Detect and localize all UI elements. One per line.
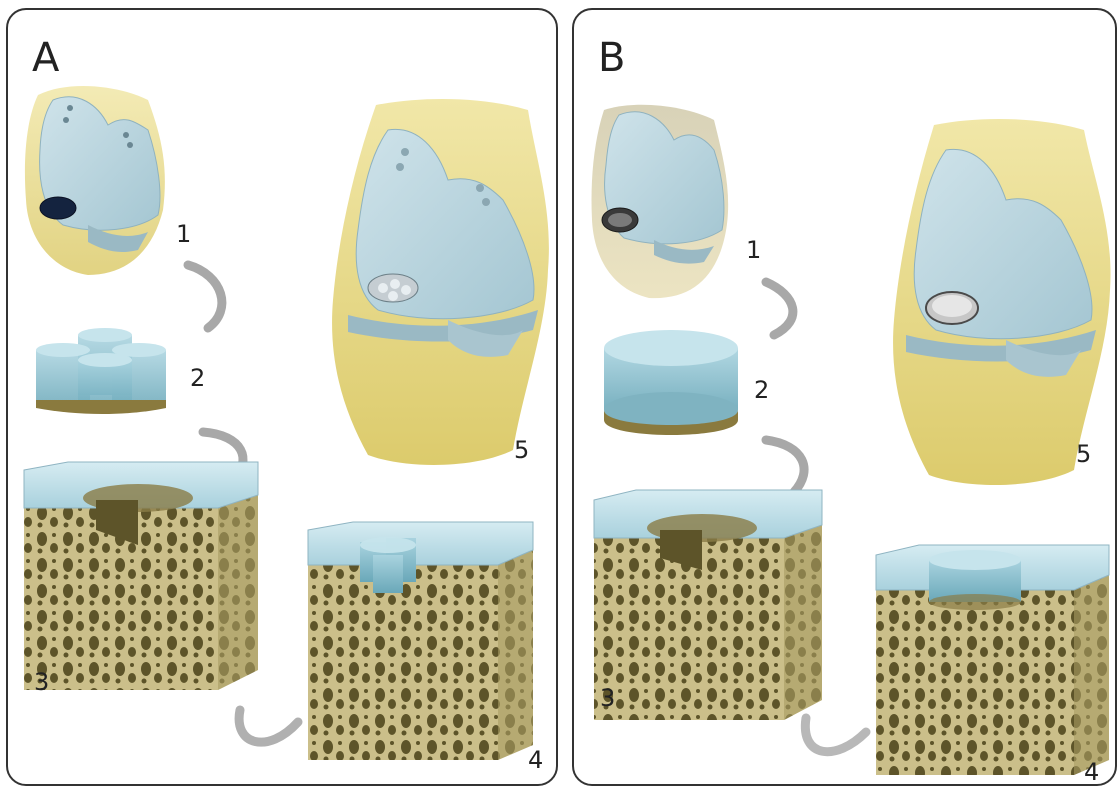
bone-block-a-step3 (24, 462, 258, 690)
step-label-a-4: 4 (528, 748, 543, 772)
bone-block-a-step4 (308, 522, 533, 760)
graft-cluster-a (36, 328, 166, 414)
step-label-a-1: 1 (176, 222, 191, 246)
arrow-b-2-to-3 (766, 440, 804, 492)
step-label-a-3: 3 (34, 670, 49, 694)
arrow-3-to-4 (239, 710, 298, 742)
arrow-b-1-to-2 (766, 282, 793, 335)
step-label-a-2: 2 (190, 366, 205, 390)
bone-block-b-step3 (594, 490, 822, 720)
panel-a-illustration (8, 10, 560, 788)
step-label-b-1: 1 (746, 238, 761, 262)
step-label-b-4: 4 (1084, 760, 1099, 784)
knee-small-b (592, 105, 729, 298)
knee-small-a (25, 86, 165, 275)
step-label-a-5: 5 (514, 438, 529, 462)
graft-single-b (604, 330, 738, 435)
knee-large-a (332, 99, 549, 465)
bone-block-b-step4 (876, 545, 1109, 775)
step-label-b-2: 2 (754, 378, 769, 402)
step-label-b-5: 5 (1076, 442, 1091, 466)
step-label-b-3: 3 (600, 686, 615, 710)
knee-large-b (893, 119, 1110, 485)
arrow-b-3-to-4 (805, 718, 866, 752)
arrow-1-to-2 (188, 265, 222, 328)
panel-a: A (6, 8, 558, 786)
panel-b-illustration (574, 10, 1119, 788)
panel-b: B (572, 8, 1117, 786)
